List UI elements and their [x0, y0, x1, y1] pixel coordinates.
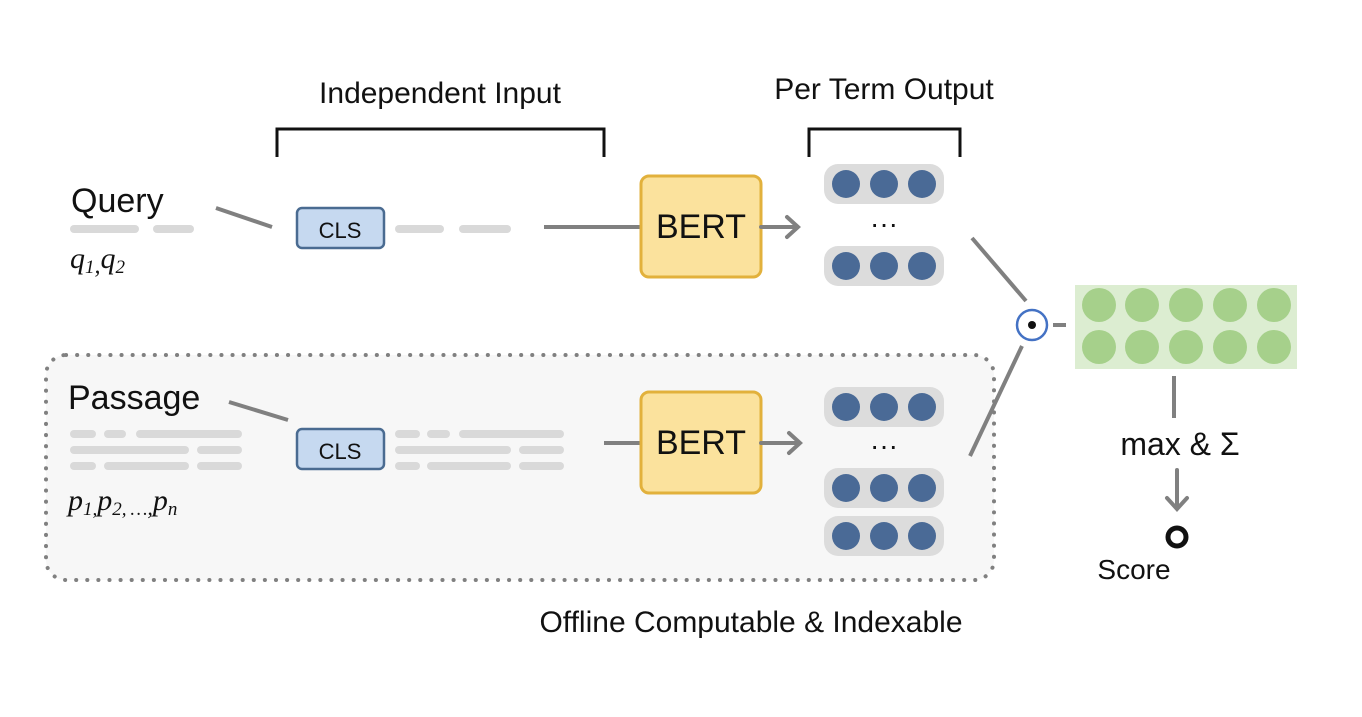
- query-to-cls-connector: [215, 206, 273, 229]
- max-sum-label: max & Σ: [1120, 426, 1239, 462]
- passage-token-letter-1: p: [66, 484, 83, 517]
- passage-token-sub-2: 2,: [112, 499, 126, 520]
- similarity-matrix: [1075, 285, 1297, 369]
- query-token-sep: ,: [95, 253, 101, 279]
- passage-to-dot-connector: [968, 345, 1024, 457]
- passage-bert-label: BERT: [656, 424, 746, 462]
- query-cls-label: CLS: [319, 218, 362, 243]
- score-label: Score: [1097, 554, 1170, 585]
- passage-cls-box: [295, 427, 386, 471]
- query-output-arrow: [759, 215, 801, 239]
- passage-to-cls-connector: [228, 400, 289, 422]
- per-term-output-label: Per Term Output: [774, 73, 994, 106]
- passage-token-sub-1: 1,: [83, 499, 97, 520]
- query-bert-label: BERT: [656, 208, 746, 246]
- dot-product-center-icon: [1028, 321, 1036, 329]
- per-term-output-bracket: [807, 127, 962, 157]
- query-embedding-ellipsis: ···: [870, 208, 898, 239]
- passage-embedding-1: [824, 387, 944, 427]
- query-token-sub-2: 2: [116, 257, 126, 278]
- passage-token-sub-n: n: [168, 499, 178, 520]
- query-cls-box: [295, 206, 386, 250]
- query-embedding-1: [824, 164, 944, 204]
- query-label: Query: [71, 182, 164, 220]
- query-token-sub-1: 1: [85, 257, 95, 278]
- independent-input-label: Independent Input: [319, 77, 562, 110]
- query-token-letter-2: q: [101, 242, 116, 275]
- query-token-letter-1: q: [70, 242, 85, 275]
- independent-input-bracket: [275, 127, 606, 157]
- passage-input-bars: [395, 430, 564, 470]
- passage-embedding-2: [824, 468, 944, 508]
- aggregation-arrow: [1165, 468, 1189, 512]
- passage-label: Passage: [68, 379, 200, 417]
- passage-cls-label: CLS: [319, 439, 362, 464]
- query-tokens: q1,q2: [70, 242, 126, 279]
- passage-embedding-ellipsis: ···: [870, 430, 898, 461]
- passage-token-letter-2: p: [95, 484, 112, 517]
- offline-label: Offline Computable & Indexable: [539, 606, 962, 639]
- passage-token-sep: ,: [147, 495, 153, 520]
- passage-token-dots: …: [131, 499, 148, 520]
- query-to-dot-connector: [970, 236, 1028, 303]
- passage-tokens: p1,p2,…,pn: [66, 484, 177, 520]
- passage-token-bars: [70, 430, 242, 470]
- passage-token-letter-n: p: [151, 484, 168, 517]
- passage-output-arrow: [759, 431, 803, 455]
- score-node: [1165, 525, 1189, 549]
- query-embedding-2: [824, 246, 944, 286]
- passage-embedding-3: [824, 516, 944, 556]
